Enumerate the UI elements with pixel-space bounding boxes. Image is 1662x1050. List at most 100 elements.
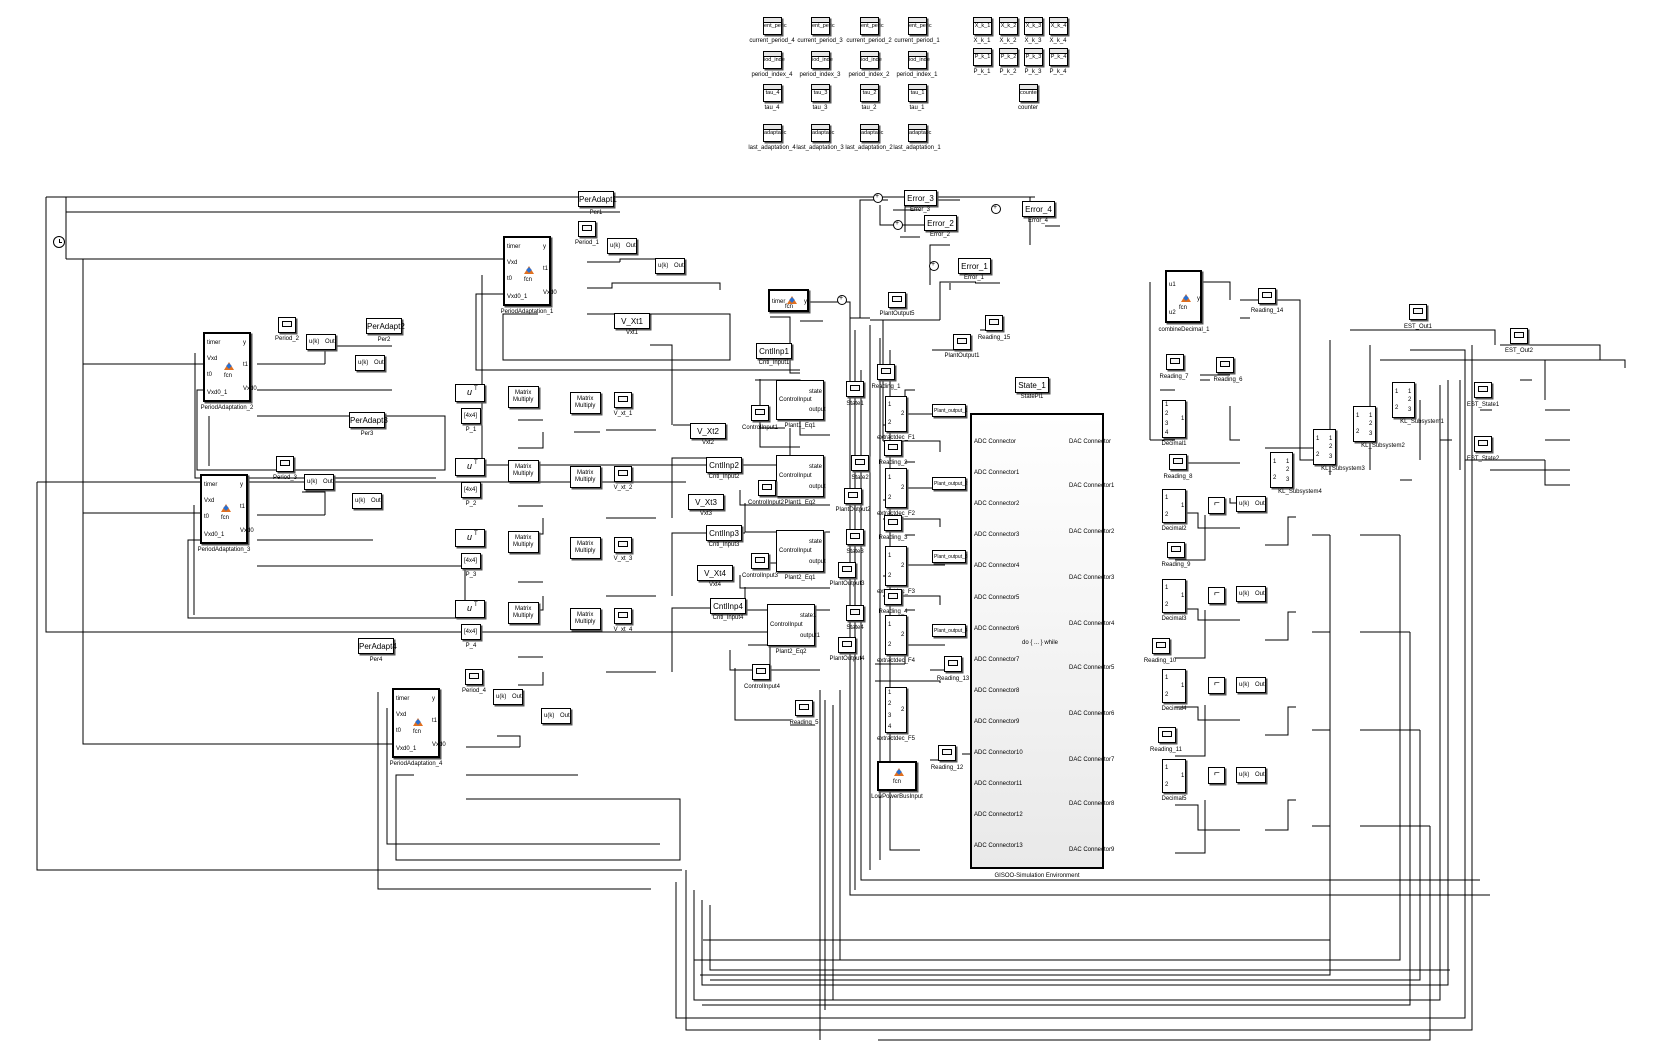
port-plant-output-3[interactable]: Plant_output_3: [932, 550, 968, 563]
scope-plantoutput1[interactable]: [953, 334, 971, 350]
scope-period_4[interactable]: [465, 669, 483, 685]
matlab-function-lowpower[interactable]: fcn: [877, 761, 917, 791]
scope-reading-13[interactable]: [944, 656, 962, 672]
data-store-last_adaptation_1[interactable]: adaptatic: [908, 124, 931, 142]
sum-5[interactable]: +: [837, 295, 847, 305]
data-store-period_index_1[interactable]: iod_inde: [908, 51, 930, 69]
scope-period_2[interactable]: [278, 317, 296, 333]
scope-est-state1[interactable]: [1474, 382, 1492, 398]
data-store-P_k_3[interactable]: P_k_3: [1024, 48, 1043, 66]
port-plant-output-4[interactable]: Plant_output_4: [932, 624, 968, 637]
scope-reading-8[interactable]: [1169, 454, 1187, 470]
data-store-last_adaptation_4[interactable]: adaptatic: [763, 124, 786, 142]
goto-state1[interactable]: State_1: [1015, 377, 1049, 393]
uk-dec-1[interactable]: u(k)Out: [1236, 496, 1266, 512]
data-store-tau_2[interactable]: tau_2: [860, 84, 879, 102]
scope-reading-2[interactable]: [884, 440, 902, 456]
goto-err3[interactable]: Error_3: [904, 190, 937, 206]
uk-block-3a[interactable]: u(k)Out: [304, 474, 334, 490]
scope-state1[interactable]: [846, 381, 864, 397]
scope-reading-7[interactable]: [1166, 354, 1184, 370]
uk-dec-3[interactable]: u(k)Out: [1236, 677, 1266, 693]
data-store-P_k_1[interactable]: P_k_1: [973, 48, 992, 66]
goto-peradapt3[interactable]: PerAdapt3: [349, 412, 388, 428]
sum-2[interactable]: +: [893, 220, 903, 230]
goto-err2[interactable]: Error_2: [924, 215, 957, 231]
data-store-current_period_1[interactable]: ent_peric: [908, 17, 932, 35]
uk-dec-2[interactable]: u(k)Out: [1236, 586, 1266, 602]
scope-plantoutput4[interactable]: [838, 637, 856, 653]
data-store-period_index_2[interactable]: iod_inde: [860, 51, 882, 69]
goto-err1[interactable]: Error_1: [958, 258, 991, 274]
uk-block-1a[interactable]: u(k)Out: [607, 238, 637, 254]
scope-controlinput3[interactable]: [751, 553, 769, 569]
goto-err4[interactable]: Error_4: [1022, 201, 1055, 217]
zero-order-hold-4[interactable]: ⌐: [1208, 767, 1225, 784]
port-plant-output-1[interactable]: Plant_output_1: [932, 404, 968, 417]
data-store-X_k_1[interactable]: X_k_1: [973, 17, 992, 35]
goto-cntl1[interactable]: CntlInp1: [756, 343, 792, 359]
scope-controlinput4[interactable]: [752, 664, 770, 680]
scope-est-out1[interactable]: [1409, 304, 1427, 320]
scope-controlinput1[interactable]: [751, 405, 769, 421]
constant-p2[interactable]: [4x4]: [461, 482, 481, 498]
zero-order-hold-2[interactable]: ⌐: [1208, 587, 1225, 604]
data-store-tau_4[interactable]: tau_4: [763, 84, 782, 102]
scope-v_xt_2[interactable]: [614, 466, 632, 482]
goto-vxt2[interactable]: V_Xt2: [690, 423, 726, 439]
data-store-current_period_4[interactable]: ent_peric: [763, 17, 787, 35]
scope-state4[interactable]: [846, 605, 864, 621]
scope-reading-11[interactable]: [1158, 727, 1176, 743]
uk-block-2b[interactable]: u(k)Out: [355, 355, 385, 371]
data-store-P_k_2[interactable]: P_k_2: [999, 48, 1018, 66]
scope-v_xt_4[interactable]: [614, 608, 632, 624]
uk-block-4b[interactable]: u(k)Out: [541, 708, 571, 724]
goto-cntl4[interactable]: CntlInp4: [710, 598, 746, 614]
scope-reading-5[interactable]: [795, 700, 813, 716]
data-store-tau_1[interactable]: tau_1: [908, 84, 927, 102]
scope-state3[interactable]: [846, 529, 864, 545]
sum-1[interactable]: +: [873, 193, 883, 203]
goto-cntl3[interactable]: CntlInp3: [706, 525, 742, 541]
clock-icon[interactable]: [53, 236, 65, 248]
goto-vxt4[interactable]: V_Xt4: [697, 565, 733, 581]
data-store-counter[interactable]: counter: [1019, 84, 1038, 102]
data-store-period_index_4[interactable]: iod_inde: [763, 51, 785, 69]
goto-vxt3[interactable]: V_Xt3: [688, 494, 724, 510]
scope-period_1[interactable]: [578, 221, 596, 237]
zero-order-hold-3[interactable]: ⌐: [1208, 677, 1225, 694]
scope-reading-9[interactable]: [1167, 542, 1185, 558]
scope-controlinput2[interactable]: [758, 480, 776, 496]
zero-order-hold-1[interactable]: ⌐: [1208, 497, 1225, 514]
uk-block-3b[interactable]: u(k)Out: [352, 493, 382, 509]
constant-p4[interactable]: [4x4]: [461, 624, 481, 640]
port-plant-output-2[interactable]: Plant_output_2: [932, 477, 968, 490]
